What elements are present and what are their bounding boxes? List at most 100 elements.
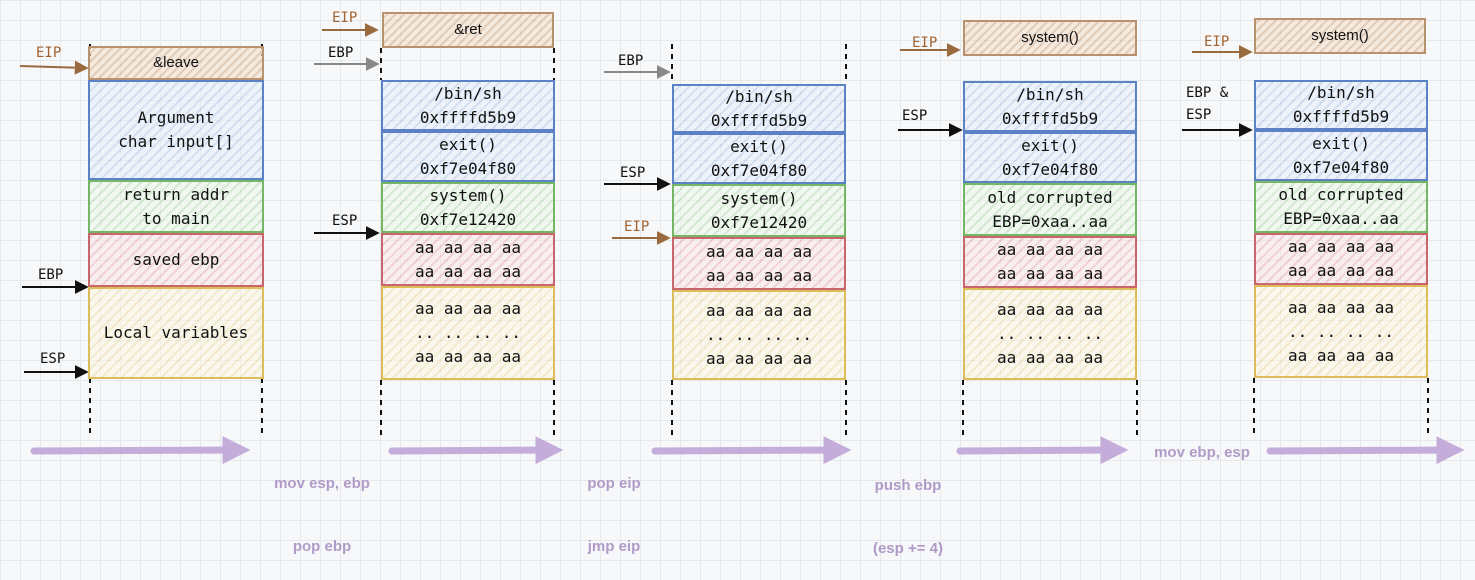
binsh-line-1: /bin/sh	[434, 83, 502, 103]
pad-line-2: aa aa aa aa	[415, 261, 521, 281]
eip-arrow-1	[19, 60, 89, 75]
instruction-4: mov ebp, esp	[1154, 444, 1250, 461]
ebp-esp-label-5-line-1: EBP &	[1186, 85, 1229, 101]
old-line-1: old corrupted	[987, 187, 1113, 207]
ebp-label-3: EBP	[618, 53, 644, 69]
locals-line-3: aa aa aa aa	[706, 349, 812, 368]
eip-label-5: EIP	[1204, 34, 1230, 50]
saved-ebp-cell: saved ebp	[88, 233, 264, 287]
locals-cell-4: aa aa aa aa .. .. .. .. aa aa aa aa	[963, 288, 1137, 380]
binsh-cell-5: /bin/sh 0xffffd5b9	[1254, 80, 1428, 130]
leave-cell: &leave	[88, 46, 264, 80]
exit-cell-5: exit() 0xf7e04f80	[1254, 130, 1428, 181]
binsh-line-1: /bin/sh	[1016, 84, 1084, 104]
eip-label-1: EIP	[36, 45, 62, 61]
locals-line-3: aa aa aa aa	[415, 347, 521, 366]
ebp-label-2: EBP	[328, 45, 354, 61]
old-ebp-cell-5: old corrupted EBP=0xaa..aa	[1254, 181, 1428, 233]
locals-line-2: .. .. .. ..	[415, 323, 521, 342]
instruction-2: pop eip jmp eip	[572, 431, 656, 578]
exit-line-2: 0xf7e04f80	[710, 160, 808, 180]
exit-cell-2: exit() 0xf7e04f80	[381, 131, 555, 182]
argument-line-1: Argument	[137, 108, 215, 127]
return-line-1: return addr	[123, 184, 229, 204]
system-top-cell-5: system()	[1254, 18, 1426, 54]
local-variables-cell: Local variables	[88, 287, 264, 379]
pad-line-1: aa aa aa aa	[1288, 237, 1394, 256]
flow-arrow-5	[1266, 436, 1465, 465]
binsh-line-2: 0xffffd5b9	[710, 110, 808, 130]
instruction-3-line-1: push ebp	[874, 477, 942, 494]
system-top-text: system()	[1021, 29, 1079, 46]
binsh-cell-3: /bin/sh 0xffffd5b9	[672, 84, 846, 133]
return-line-2: to main	[142, 208, 210, 228]
pad-line-2: aa aa aa aa	[997, 264, 1103, 283]
esp-label-1: ESP	[40, 351, 66, 367]
locals-line-1: aa aa aa aa	[706, 301, 812, 320]
system-line-2: 0xf7e12420	[419, 209, 517, 229]
pad-cell-2: aa aa aa aa aa aa aa aa	[381, 233, 555, 286]
connector-layer	[19, 23, 1465, 465]
instruction-1: mov esp, ebp pop ebp	[262, 431, 382, 578]
argument-line-2: char input[]	[118, 132, 234, 151]
pad-line-2: aa aa aa aa	[1288, 261, 1394, 280]
locals-line-2: .. .. .. ..	[706, 325, 812, 344]
exit-line-1: exit()	[1312, 133, 1370, 153]
binsh-line-2: 0xffffd5b9	[1001, 108, 1099, 128]
old-line-1: old corrupted	[1278, 185, 1404, 204]
eip-label-4: EIP	[912, 35, 938, 51]
exit-line-2: 0xf7e04f80	[1292, 157, 1390, 177]
locals-line-3: aa aa aa aa	[997, 348, 1103, 367]
flow-arrow-4	[956, 436, 1129, 465]
binsh-line-1: /bin/sh	[1307, 83, 1375, 102]
pad-cell-3: aa aa aa aa aa aa aa aa	[672, 237, 846, 290]
instruction-3-line-2: (esp += 4)	[872, 540, 944, 557]
esp-label-3: ESP	[620, 165, 646, 181]
old-ebp-cell-4: old corrupted EBP=0xaa..aa	[963, 183, 1137, 236]
locals-line-1: aa aa aa aa	[415, 299, 521, 318]
stack-boundaries	[89, 44, 1429, 438]
locals-cell-5: aa aa aa aa .. .. .. .. aa aa aa aa	[1254, 285, 1428, 378]
ebp-label-1: EBP	[38, 267, 64, 283]
old-line-2: EBP=0xaa..aa	[1283, 209, 1399, 228]
exit-line-2: 0xf7e04f80	[1001, 159, 1099, 179]
locals-line-1: aa aa aa aa	[1288, 297, 1394, 317]
flow-arrow-1	[30, 436, 251, 465]
exit-cell-4: exit() 0xf7e04f80	[963, 132, 1137, 183]
ret-text: &ret	[454, 21, 482, 38]
system-line-1: system()	[720, 188, 798, 208]
locals-cell-3: aa aa aa aa .. .. .. .. aa aa aa aa	[672, 290, 846, 380]
ebp-esp-label-5-line-2: ESP	[1186, 107, 1212, 123]
system-top-text: system()	[1311, 27, 1369, 44]
flow-arrow-3	[651, 436, 852, 465]
esp-label-2: ESP	[332, 213, 358, 229]
pad-line-1: aa aa aa aa	[415, 237, 521, 257]
ret-cell: &ret	[382, 12, 554, 48]
instruction-2-line-2: jmp eip	[587, 538, 641, 555]
pad-cell-5: aa aa aa aa aa aa aa aa	[1254, 233, 1428, 285]
locals-line-3: aa aa aa aa	[1288, 345, 1394, 365]
binsh-line-1: /bin/sh	[725, 86, 793, 106]
instruction-3: push ebp (esp += 4)	[856, 433, 960, 580]
leave-text: &leave	[153, 54, 199, 71]
binsh-cell-2: /bin/sh 0xffffd5b9	[381, 80, 555, 131]
old-line-2: EBP=0xaa..aa	[992, 211, 1108, 231]
system-cell-3: system() 0xf7e12420	[672, 184, 846, 237]
flow-arrow-2	[388, 436, 564, 465]
binsh-line-2: 0xffffd5b9	[1292, 107, 1390, 126]
argument-cell: Argument char input[]	[88, 80, 264, 180]
binsh-cell-4: /bin/sh 0xffffd5b9	[963, 81, 1137, 132]
system-line-1: system()	[429, 185, 507, 205]
return-addr-cell: return addr to main	[88, 180, 264, 233]
exit-cell-3: exit() 0xf7e04f80	[672, 133, 846, 184]
system-cell-2: system() 0xf7e12420	[381, 182, 555, 233]
pad-line-1: aa aa aa aa	[706, 241, 812, 261]
saved-ebp-text: saved ebp	[132, 250, 220, 269]
locals-line-2: .. .. .. ..	[997, 324, 1103, 343]
exit-line-1: exit()	[439, 134, 497, 154]
locals-cell-2: aa aa aa aa .. .. .. .. aa aa aa aa	[381, 286, 555, 380]
binsh-line-2: 0xffffd5b9	[419, 107, 517, 127]
system-line-2: 0xf7e12420	[710, 212, 808, 232]
instruction-1-line-2: pop ebp	[292, 538, 352, 555]
pad-cell-4: aa aa aa aa aa aa aa aa	[963, 236, 1137, 288]
